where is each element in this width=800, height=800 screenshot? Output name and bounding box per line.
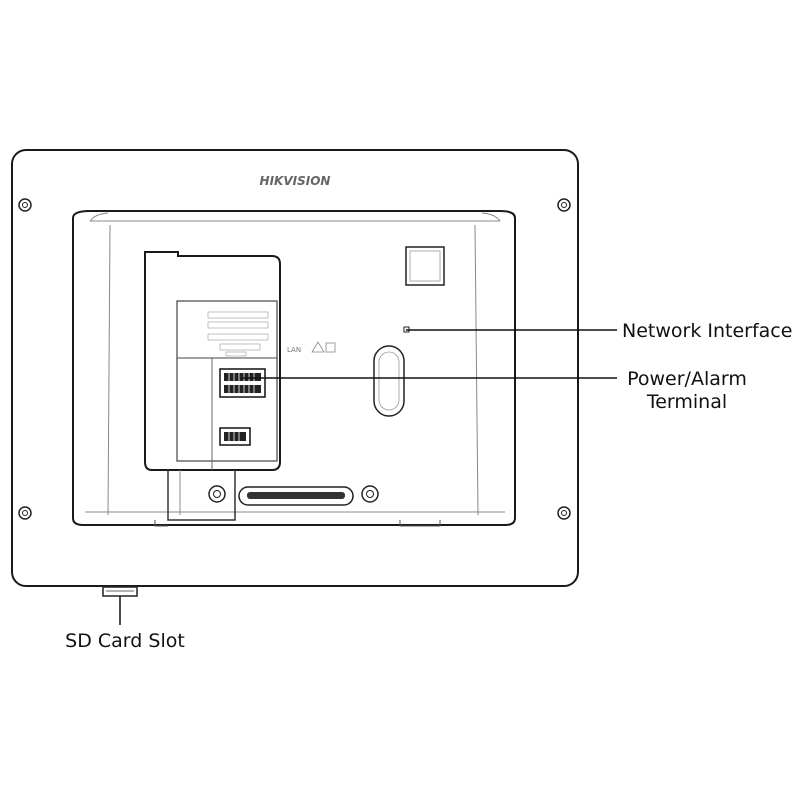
lower-bracket (167, 470, 236, 521)
bottom-connector-strip (238, 486, 354, 506)
module-label-markings (207, 311, 269, 357)
mounting-slot (373, 345, 405, 417)
bottom-screw-right (361, 485, 379, 503)
bottom-screw-left (208, 485, 226, 503)
lan-port-label: LAN (287, 346, 301, 354)
power-alarm-callout-line2: Terminal (646, 391, 727, 413)
inner-panel-bevel (85, 220, 505, 516)
secondary-connector (219, 427, 251, 446)
mounting-screw-bottom-right (557, 506, 571, 520)
mounting-screw-top-right (557, 198, 571, 212)
bottom-feet (154, 520, 441, 527)
inner-panel-top-chamfer (89, 212, 501, 222)
sd-card-slot-callout: SD Card Slot (65, 630, 185, 652)
lan-symbol-icon (325, 342, 336, 353)
network-interface-callout: Network Interface (622, 320, 792, 342)
power-alarm-callout-line1: Power/Alarm (627, 368, 747, 390)
sd-card-slot (102, 586, 138, 597)
power-alarm-terminal-block (219, 368, 266, 398)
mounting-screw-top-left (18, 198, 32, 212)
mounting-screw-bottom-left (18, 506, 32, 520)
warning-icon (311, 341, 325, 353)
inner-back-panel (72, 210, 516, 526)
brand-logo-text: HIKVISION (260, 174, 331, 188)
sensor-window (405, 246, 445, 286)
